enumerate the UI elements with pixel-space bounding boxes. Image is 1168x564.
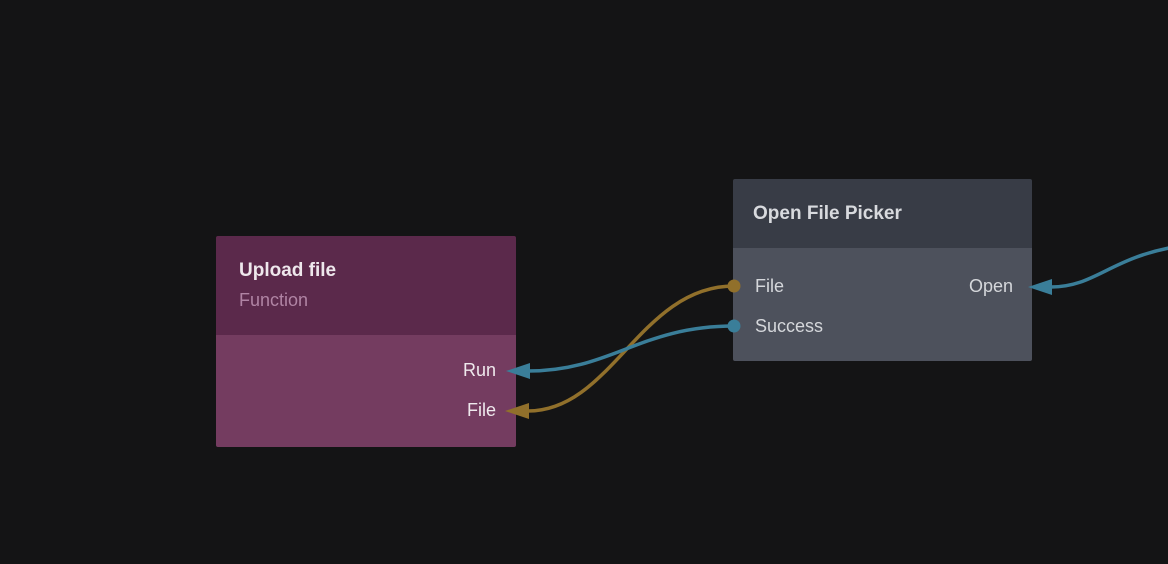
node-title: Upload file [239, 260, 337, 281]
port-label: File [466, 399, 496, 420]
port-open-input[interactable]: Open [968, 275, 1013, 296]
port-row-file-open: File Open [733, 266, 1032, 306]
node-subtitle: Function [239, 290, 309, 310]
node-title: Open File Picker [753, 202, 902, 224]
node-open-file-picker-header[interactable]: Open File Picker [733, 179, 1032, 248]
port-success-output[interactable]: Success [755, 315, 824, 336]
node-upload-file[interactable]: Upload file Function Run File [216, 236, 516, 447]
node-open-file-picker-body: File Open Success [733, 248, 1032, 361]
port-row-success: Success [733, 306, 1032, 346]
port-label: Run [462, 359, 496, 380]
node-open-file-picker[interactable]: Open File Picker File Open Success [733, 179, 1032, 361]
node-upload-file-header[interactable]: Upload file Function [216, 236, 516, 335]
wire-picker-success-to-upload-run[interactable] [527, 324, 735, 373]
port-run-input[interactable]: Run [216, 350, 516, 390]
wire-offscreen-to-picker-open[interactable] [1050, 246, 1168, 289]
node-upload-file-body: Run File [216, 335, 516, 447]
port-file-output[interactable]: File [755, 275, 785, 296]
port-file-input[interactable]: File [216, 390, 516, 430]
